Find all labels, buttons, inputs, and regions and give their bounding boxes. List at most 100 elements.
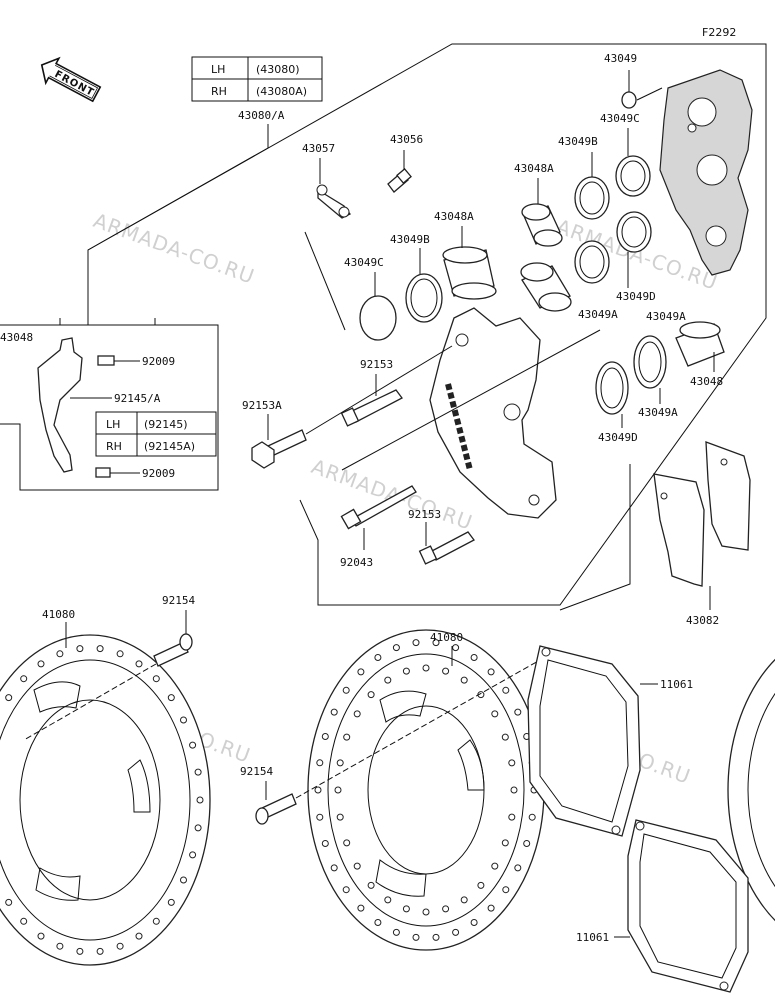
bracket-part-rh: (92145A) — [144, 440, 195, 453]
disc-hole — [502, 686, 510, 694]
disc-hole — [502, 886, 510, 894]
label-43049B-mid: 43049B — [390, 233, 430, 246]
disc-hole — [96, 947, 104, 955]
label-92145A: 92145/A — [114, 392, 161, 405]
label-43048A-top: 43048A — [514, 162, 554, 175]
disc-hole — [422, 908, 430, 916]
label-41080-center: 41080 — [430, 631, 463, 644]
disc-hole — [523, 840, 531, 847]
bolt-92153-lower — [418, 531, 475, 565]
piston-43048a-left — [442, 246, 497, 300]
label-92153-lower: 92153 — [408, 508, 441, 521]
disc-hole — [5, 898, 13, 906]
disc-hole — [460, 676, 468, 684]
piston-43048a-mid — [520, 262, 572, 312]
bolt-92153-top — [340, 389, 403, 427]
disc-hole — [442, 905, 450, 913]
disc-hole — [460, 896, 468, 904]
disc-hole — [343, 733, 351, 741]
disc-hole — [514, 864, 522, 872]
pin-92043 — [340, 485, 417, 530]
disc-hole — [194, 768, 202, 776]
label-92153-top: 92153 — [360, 358, 393, 371]
label-41080-left: 41080 — [42, 608, 75, 621]
label-43049-top: 43049 — [604, 52, 637, 65]
disc-hole — [528, 813, 536, 821]
disc-hole — [384, 676, 392, 684]
disc-hole — [194, 824, 202, 832]
bolt-92153a — [251, 429, 307, 469]
disc-hole — [5, 694, 13, 702]
disc-hole — [96, 645, 104, 653]
disc-hole — [442, 667, 450, 675]
disc-hole — [470, 654, 478, 661]
disc-hole — [321, 840, 329, 847]
disc-hole — [392, 928, 400, 936]
disc-hole — [116, 942, 124, 950]
disc-hole — [76, 645, 84, 653]
label-92009-bottom: 92009 — [142, 467, 175, 480]
disc-hole — [336, 759, 344, 767]
disc-hole — [374, 654, 382, 661]
disc-hole — [422, 664, 430, 672]
bolt-92009-bottom — [95, 467, 140, 478]
bolt-92154-mid — [255, 793, 297, 825]
disc-hole — [56, 650, 64, 658]
label-43049A-right: 43049A — [646, 310, 686, 323]
disc-hole — [343, 839, 351, 847]
piston-43048-right — [675, 321, 725, 367]
label-43048-right: 43048 — [690, 375, 723, 388]
disc-hole — [321, 733, 329, 740]
label-43048A-mid: 43048A — [434, 210, 474, 223]
piston-43048a-top — [521, 203, 563, 247]
label-92009-top: 92009 — [142, 355, 175, 368]
gasket-11061-top — [527, 645, 641, 837]
label-43049B-top: 43049B — [558, 135, 598, 148]
disc-hole — [180, 716, 187, 724]
label-11061-bottom: 11061 — [576, 931, 609, 944]
disc-hole — [432, 933, 440, 941]
disc-hole — [452, 644, 460, 652]
disc-hole — [76, 947, 84, 955]
disc-hole — [342, 886, 350, 894]
brake-pads-43082 — [653, 441, 751, 587]
disc-hole — [330, 708, 338, 716]
disc-hole — [384, 896, 392, 904]
label-43049A-overlap: 43049A — [578, 308, 618, 321]
disc-hole — [402, 905, 410, 913]
disc-hole — [135, 932, 143, 940]
disc-hole — [189, 741, 197, 749]
disc-41080-left — [0, 634, 211, 966]
disc-hole — [37, 660, 45, 668]
bracket-side-table: LH (92145) RH (92145A) — [95, 411, 217, 457]
disc-hole — [20, 675, 28, 683]
disc-hole — [487, 904, 495, 912]
disc-hole — [20, 917, 28, 925]
bracket-92145 — [37, 337, 83, 473]
disc-hole — [367, 691, 375, 699]
bracket-subbox — [0, 318, 219, 491]
label-92154-top: 92154 — [162, 594, 195, 607]
disc-hole — [353, 862, 361, 870]
disc-hole — [135, 660, 143, 668]
label-43049A-lower: 43049A — [638, 406, 678, 419]
disc-hole — [316, 759, 324, 767]
disc-hole — [116, 650, 124, 658]
label-43080A: 43080/A — [238, 109, 285, 122]
disc-41080-center — [307, 629, 545, 951]
disc-hole — [334, 786, 342, 794]
disc-hole — [152, 675, 160, 683]
caliper-part-lh: (43080) — [256, 63, 300, 76]
seal-43049b-mid — [405, 273, 443, 323]
disc-hole — [412, 933, 420, 941]
disc-hole — [336, 813, 344, 821]
bleeder-43056 — [387, 168, 412, 193]
disc-hole — [314, 786, 322, 794]
label-92153A: 92153A — [242, 399, 282, 412]
watermark-1: ARMADA-CO.RU — [90, 208, 258, 289]
disc-hole — [342, 686, 350, 694]
assembly-outline — [87, 43, 767, 606]
disc-hole — [152, 917, 160, 925]
gasket-11061-bottom — [627, 819, 749, 993]
disc-hole — [432, 639, 440, 647]
